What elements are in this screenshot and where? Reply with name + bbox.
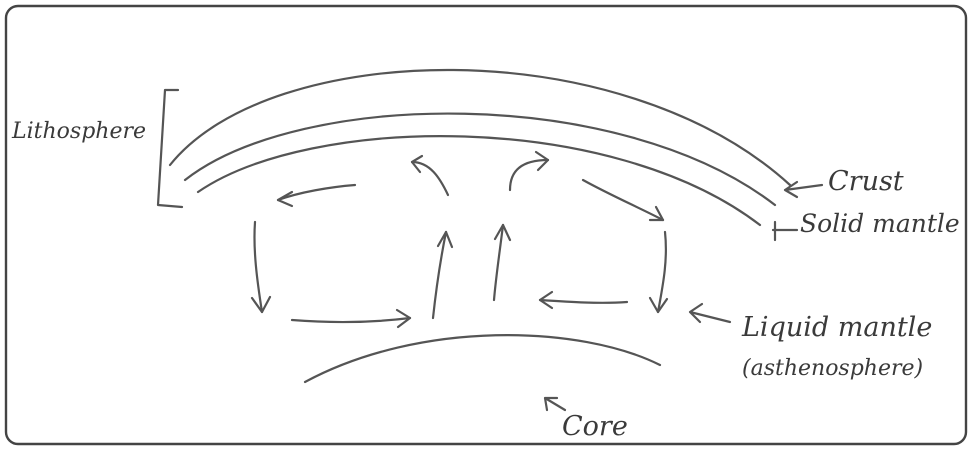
asthenosphere-label: (asthenosphere) (742, 356, 923, 381)
arrowhead-down-left (250, 295, 272, 314)
arrowhead-down-right (648, 296, 669, 314)
arrow-up-center (492, 223, 505, 302)
arrow-up-left (431, 230, 448, 320)
core-arc (303, 334, 662, 384)
arrow-curl-right (508, 158, 550, 192)
arrowhead-curl-right (534, 150, 550, 172)
arrow-right-top (581, 178, 665, 222)
arrow-bottom-left (538, 298, 629, 304)
solid-mantle-arc (196, 135, 762, 227)
arrow-curl-left (410, 160, 450, 197)
arrowhead-left-top (276, 190, 294, 208)
crust-arc (168, 68, 792, 187)
arrow-left-top (276, 183, 357, 202)
arrowhead-bottom-left (538, 290, 554, 310)
arrowhead-up-center (493, 223, 512, 242)
crust-inner-arc (183, 112, 777, 207)
convection-arrows (250, 150, 669, 329)
arrowhead-right-top (648, 205, 665, 222)
arrowhead-up-left (436, 230, 454, 249)
crust-label: Crust (828, 166, 904, 197)
liquid-mantle-label: Liquid mantle (741, 312, 932, 343)
arrowhead-bottom-right (395, 308, 412, 329)
crust-pointer-arrow (783, 180, 824, 199)
solid-mantle-pointer-arrow (771, 220, 799, 242)
solid-mantle-label: Solid mantle (800, 209, 960, 238)
arrow-down-right (656, 230, 668, 314)
lithosphere-label: Lithosphere (11, 119, 146, 144)
arrow-bottom-right (290, 316, 412, 324)
core-pointer-arrow (543, 396, 567, 412)
paper-frame (4, 4, 968, 446)
arrowhead-curl-left (410, 154, 424, 174)
core-label: Core (562, 411, 628, 442)
arrow-down-left (253, 220, 264, 314)
liquid-mantle-pointer-arrow (688, 302, 732, 324)
lithosphere-bracket (156, 88, 184, 209)
